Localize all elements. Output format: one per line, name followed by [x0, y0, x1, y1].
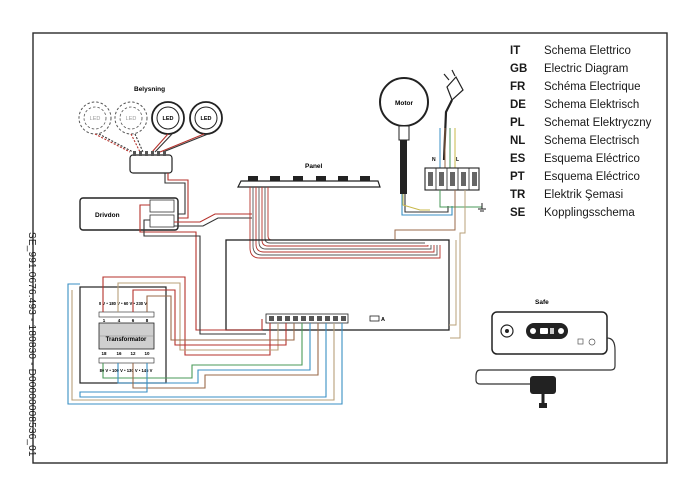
- mains-wires: [439, 128, 456, 168]
- legend-row: SE Kopplingsschema: [510, 204, 690, 222]
- driver-supply-wire: [139, 204, 263, 331]
- legend-code: TR: [510, 189, 526, 201]
- legend-code: GB: [510, 63, 528, 75]
- fuse-symbol: [369, 315, 380, 322]
- safe-indicator: [577, 338, 584, 345]
- legend-name: Schema Elettrico: [544, 45, 631, 57]
- legend-code: NL: [510, 135, 526, 147]
- legend-name: Schemat Elektryczny: [544, 117, 652, 129]
- legend-name: Schema Elektrisch: [544, 99, 640, 111]
- led-label: LED: [201, 116, 212, 122]
- legend-row: NL Schema Electrisch: [510, 132, 690, 150]
- control-board-terminals: [265, 313, 349, 324]
- panel-body: [237, 180, 381, 188]
- legend-row: PT Esquema Eléctrico: [510, 168, 690, 186]
- svg-text:18: 18: [101, 351, 107, 356]
- motor-label: Motor: [395, 100, 414, 107]
- svg-text:10: 10: [144, 351, 150, 356]
- led-to-driver-wire-2: [164, 173, 186, 215]
- legend-row: PL Schemat Elektryczny: [510, 114, 690, 132]
- legend-code: PT: [510, 171, 525, 183]
- led-lamp-3: LED: [151, 101, 185, 135]
- mains-terminal-l: L: [456, 157, 459, 163]
- legend-name: Esquema Eléctrico: [544, 171, 640, 183]
- legend-row: IT Schema Elettrico: [510, 42, 690, 60]
- legend-row: GB Electric Diagram: [510, 60, 690, 78]
- led-wires: [94, 133, 209, 153]
- mains-plug: [442, 69, 464, 161]
- led-lamp-4: LED: [189, 101, 223, 135]
- svg-text:1: 1: [103, 318, 106, 323]
- svg-text:4: 4: [118, 318, 121, 323]
- legend-name: Esquema Eléctrico: [544, 153, 640, 165]
- transformer-wires: [67, 276, 343, 405]
- transformer-bottom-pins: 18 16 12 10: [101, 351, 150, 356]
- motor-wires: [401, 194, 453, 216]
- legend-name: Electric Diagram: [544, 63, 629, 75]
- diagram-frame: [32, 32, 668, 464]
- legend-code: SE: [510, 207, 526, 219]
- mains-to-board-wire-2: [450, 190, 466, 339]
- transformer-top-voltages: 0 V • 180 V • 60 V • 230 V: [99, 301, 147, 306]
- svg-text:6: 6: [132, 318, 135, 323]
- lighting-label: Belysning: [134, 86, 165, 93]
- legend-row: TR Elektrik Şemasi: [510, 186, 690, 204]
- led-label: LED: [90, 116, 101, 122]
- mains-to-board-wire: [394, 190, 456, 240]
- safe-power-cable: [475, 337, 616, 385]
- control-board: [225, 239, 450, 331]
- legend-name: Kopplingsschema: [544, 207, 635, 219]
- legend-code: PL: [510, 117, 525, 129]
- mains-terminal-n: N: [432, 157, 436, 163]
- svg-text:16: 16: [116, 351, 122, 356]
- fuse-label: A: [381, 317, 385, 323]
- driver-to-panel-wire-2: [174, 217, 252, 227]
- legend-row: DE Schema Elektrisch: [510, 96, 690, 114]
- panel-buttons: [248, 176, 370, 181]
- led-junction-terminals: [133, 151, 166, 156]
- motor-cable: [400, 140, 407, 194]
- legend-name: Schéma Electrique: [544, 81, 641, 93]
- svg-text:8: 8: [146, 318, 149, 323]
- legend-name: Elektrik Şemasi: [544, 189, 624, 201]
- svg-text:12: 12: [130, 351, 136, 356]
- led-lamp-1: LED: [78, 101, 112, 135]
- safe-power-adapter: [530, 376, 556, 408]
- panel-label: Panel: [305, 163, 323, 170]
- driver-terminal: [149, 199, 175, 213]
- driver-to-panel-wire: [174, 213, 252, 223]
- led-lamp-2: LED: [114, 101, 148, 135]
- transformer-label: Transformator: [106, 337, 147, 343]
- ground-symbol: [478, 203, 486, 212]
- language-legend: IT Schema Elettrico GB Electric Diagram FR…: [510, 42, 690, 222]
- transformer-top-pins: 1 4 6 8: [103, 318, 149, 323]
- motor-shaft: [398, 125, 410, 141]
- driver-terminal-2: [149, 214, 175, 228]
- legend-code: ES: [510, 153, 526, 165]
- legend-code: DE: [510, 99, 526, 111]
- board-to-mains-wire: [449, 240, 457, 326]
- safe-power-icon: [588, 338, 596, 346]
- mains-terminal-block: [424, 167, 480, 191]
- legend-code: FR: [510, 81, 526, 93]
- led-label: LED: [126, 116, 137, 122]
- panel-ribbon-cable: [249, 187, 441, 259]
- led-junction-box: [129, 154, 173, 174]
- driver-label: Drivdon: [95, 212, 120, 219]
- driver-supply-wire-2: [143, 219, 266, 335]
- transformer-bottom-voltages: 80 V • 100 V • 130 V • 145 V: [100, 368, 153, 373]
- ground-wire: [439, 190, 482, 208]
- safe-label: Safe: [535, 299, 549, 306]
- legend-name: Schema Electrisch: [544, 135, 640, 147]
- legend-code: IT: [510, 45, 521, 57]
- led-to-driver-wire: [167, 173, 189, 219]
- led-label: LED: [163, 116, 174, 122]
- transformer-terminal-strips: [98, 311, 155, 364]
- legend-row: FR Schéma Electrique: [510, 78, 690, 96]
- document-id: SE_991.0676.493 - 180830 - D00000008536_…: [26, 232, 37, 457]
- legend-row: ES Esquema Eléctrico: [510, 150, 690, 168]
